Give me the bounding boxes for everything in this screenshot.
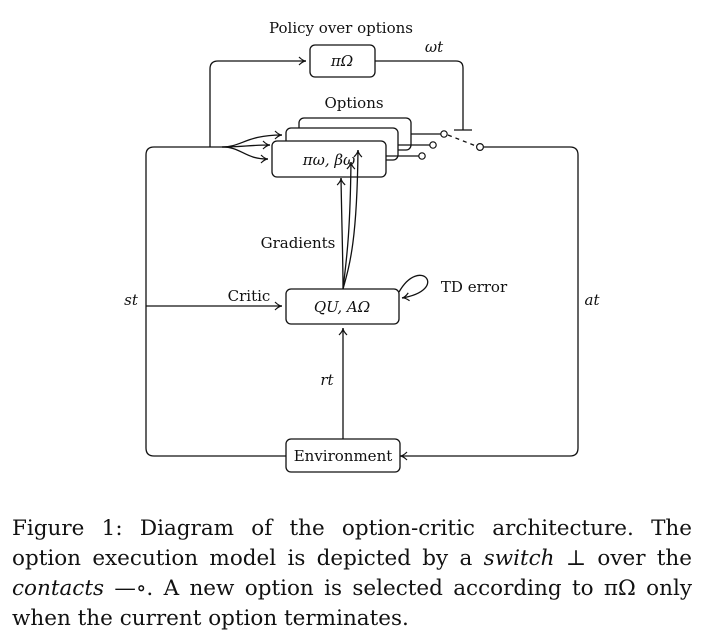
- gradient-wire-2: [342, 161, 356, 290]
- environment-box-label: Environment: [294, 447, 393, 465]
- option-critic-diagram: Policy over options πΩ ωt Options πω, βω…: [124, 19, 601, 473]
- contact-1: [440, 130, 448, 138]
- caption-part-3: —∘. A new option is selected according t…: [12, 575, 692, 631]
- state-to-option-3: [221, 146, 269, 164]
- action-label: at: [585, 291, 601, 309]
- omega-label: ωt: [425, 38, 444, 56]
- gradient-wire-1: [336, 177, 346, 290]
- options-label: Options: [324, 94, 383, 112]
- caption-contacts-word: contacts: [12, 575, 105, 601]
- state-wire: [145, 146, 286, 457]
- caption-part-2: ⊥ over the: [554, 545, 693, 571]
- gradient-wire-3: [342, 149, 363, 290]
- figure-caption: Figure 1: Diagram of the option-critic a…: [12, 514, 692, 634]
- state-to-policy: [209, 56, 307, 147]
- reward-label: rt: [320, 371, 334, 389]
- omega-wire: [375, 60, 464, 130]
- option-box-label: πω, βω: [302, 151, 356, 169]
- contact-3: [418, 152, 426, 160]
- environment-box: [285, 438, 401, 473]
- td-error-label: TD error: [441, 278, 508, 296]
- policy-box-label: πΩ: [330, 52, 353, 70]
- contact-2: [429, 141, 437, 149]
- gradients-label: Gradients: [261, 234, 336, 252]
- critic-box-label: QU, AΩ: [314, 298, 370, 316]
- action-wire: [399, 146, 579, 461]
- switch-dashed: [447, 134, 477, 147]
- caption-part-1: Figure 1: Diagram of the option-critic a…: [12, 515, 692, 571]
- switch-pivot: [476, 143, 485, 152]
- caption-switch-word: switch: [483, 545, 555, 571]
- policy-label: Policy over options: [269, 19, 413, 37]
- critic-label: Critic: [228, 287, 271, 305]
- state-label: st: [124, 291, 139, 309]
- td-error-loop: [398, 274, 429, 302]
